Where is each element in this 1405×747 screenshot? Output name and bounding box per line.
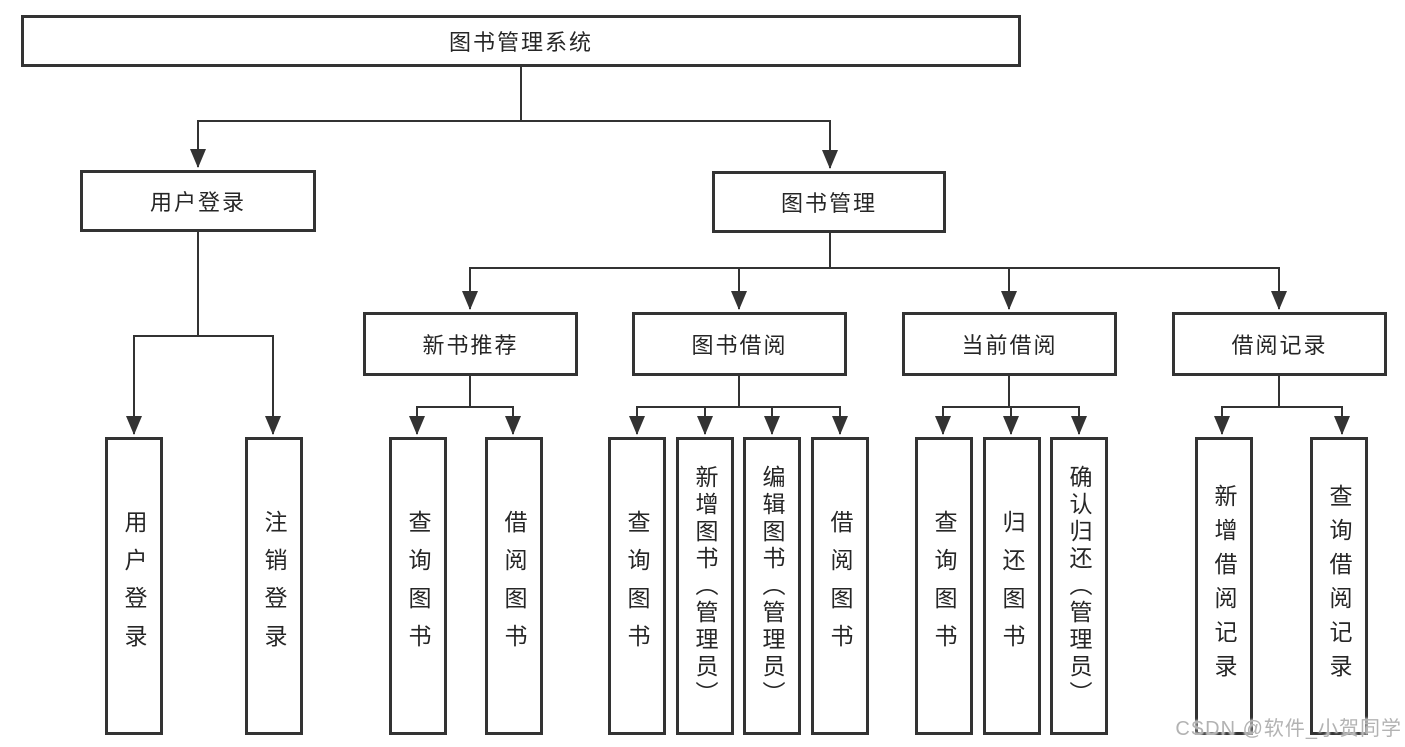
leaf-borrowing-borrow-books: 借阅图书 (811, 437, 869, 735)
leaf-newbooks-borrow-books: 借阅图书 (485, 437, 543, 735)
leaf-borrowing-query-books: 查询图书 (608, 437, 666, 735)
leaf-logout: 注销登录 (245, 437, 303, 735)
leaf-current-query-books: 查询图书 (915, 437, 973, 735)
node-root: 图书管理系统 (21, 15, 1021, 67)
leaf-records-query-record: 查询借阅记录 (1310, 437, 1368, 735)
node-book-borrowing: 图书借阅 (632, 312, 847, 376)
leaf-borrowing-add-book-admin: 新增图书（管理员） (676, 437, 734, 735)
leaf-current-return-books: 归还图书 (983, 437, 1041, 735)
node-current-borrowing: 当前借阅 (902, 312, 1117, 376)
csdn-watermark: CSDN @软件_小贺同学 (1175, 718, 1402, 740)
leaf-records-add-record: 新增借阅记录 (1195, 437, 1253, 735)
leaf-newbooks-query-books: 查询图书 (389, 437, 447, 735)
leaf-borrowing-edit-book-admin: 编辑图书（管理员） (743, 437, 801, 735)
node-book-management: 图书管理 (712, 171, 946, 233)
node-borrowing-records: 借阅记录 (1172, 312, 1387, 376)
node-user-login: 用户登录 (80, 170, 316, 232)
leaf-current-confirm-return-admin: 确认归还（管理员） (1050, 437, 1108, 735)
node-new-book-recommendation: 新书推荐 (363, 312, 578, 376)
leaf-user-login: 用户登录 (105, 437, 163, 735)
